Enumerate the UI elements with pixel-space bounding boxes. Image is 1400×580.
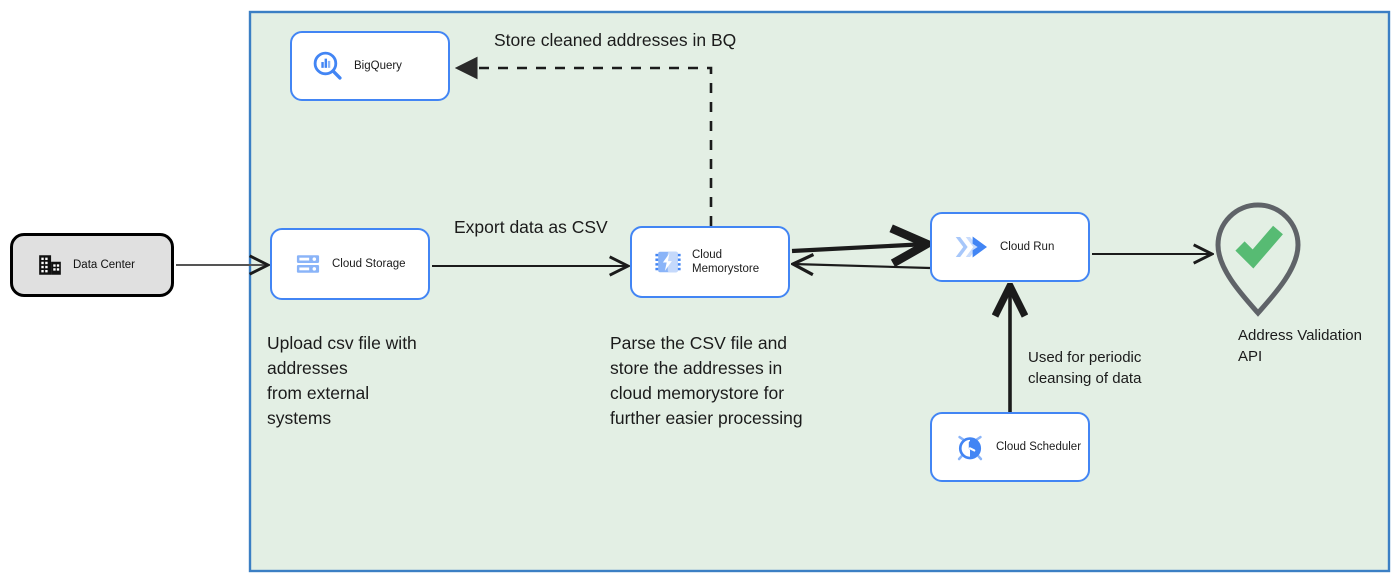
- edge-memorystore-to-cloudrun: [791, 244, 927, 251]
- node-label-cloud-scheduler: Cloud Scheduler: [996, 440, 1082, 453]
- node-label-data-center: Data Center: [73, 258, 136, 271]
- edge-label-periodic-cleansing: Used for periodic cleansing of data: [1028, 349, 1142, 388]
- node-data-center[interactable]: Data Center: [10, 233, 174, 297]
- edge-label-export-csv: Export data as CSV: [454, 217, 608, 237]
- bigquery-icon: [302, 49, 354, 83]
- edge-cloudrun-to-bigquery-dashed: [459, 68, 713, 226]
- cloud-scheduler-clock-icon: [944, 431, 996, 463]
- node-memorystore[interactable]: Cloud Memorystore: [630, 226, 790, 298]
- node-bigquery[interactable]: BigQuery: [290, 31, 450, 101]
- cloud-run-icon: [944, 232, 1000, 262]
- node-cloud-scheduler[interactable]: Cloud Scheduler: [930, 412, 1090, 482]
- node-label-cloud-storage: Cloud Storage: [332, 257, 406, 270]
- edge-cloudrun-to-memorystore: [793, 264, 931, 268]
- edge-label-store-in-bq: Store cleaned addresses in BQ: [494, 30, 737, 50]
- cloud-boundary: [248, 10, 1391, 573]
- node-label-bigquery: BigQuery: [354, 59, 402, 72]
- node-cloud-storage[interactable]: Cloud Storage: [270, 228, 430, 300]
- map-pin-check-icon: [1215, 202, 1301, 317]
- node-cloud-run[interactable]: Cloud Run: [930, 212, 1090, 282]
- cloud-storage-icon: [284, 250, 332, 278]
- node-label-cloud-run: Cloud Run: [1000, 240, 1055, 253]
- annotation-parse: Parse the CSV file and store the address…: [610, 333, 803, 428]
- node-label-memorystore: Cloud Memorystore: [692, 248, 760, 275]
- office-building-icon: [27, 252, 73, 278]
- node-label-address-validation-api: Address Validation API: [1238, 327, 1362, 366]
- annotation-upload: Upload csv file with addresses from exte…: [267, 333, 417, 428]
- memorystore-chip-icon: [644, 248, 692, 276]
